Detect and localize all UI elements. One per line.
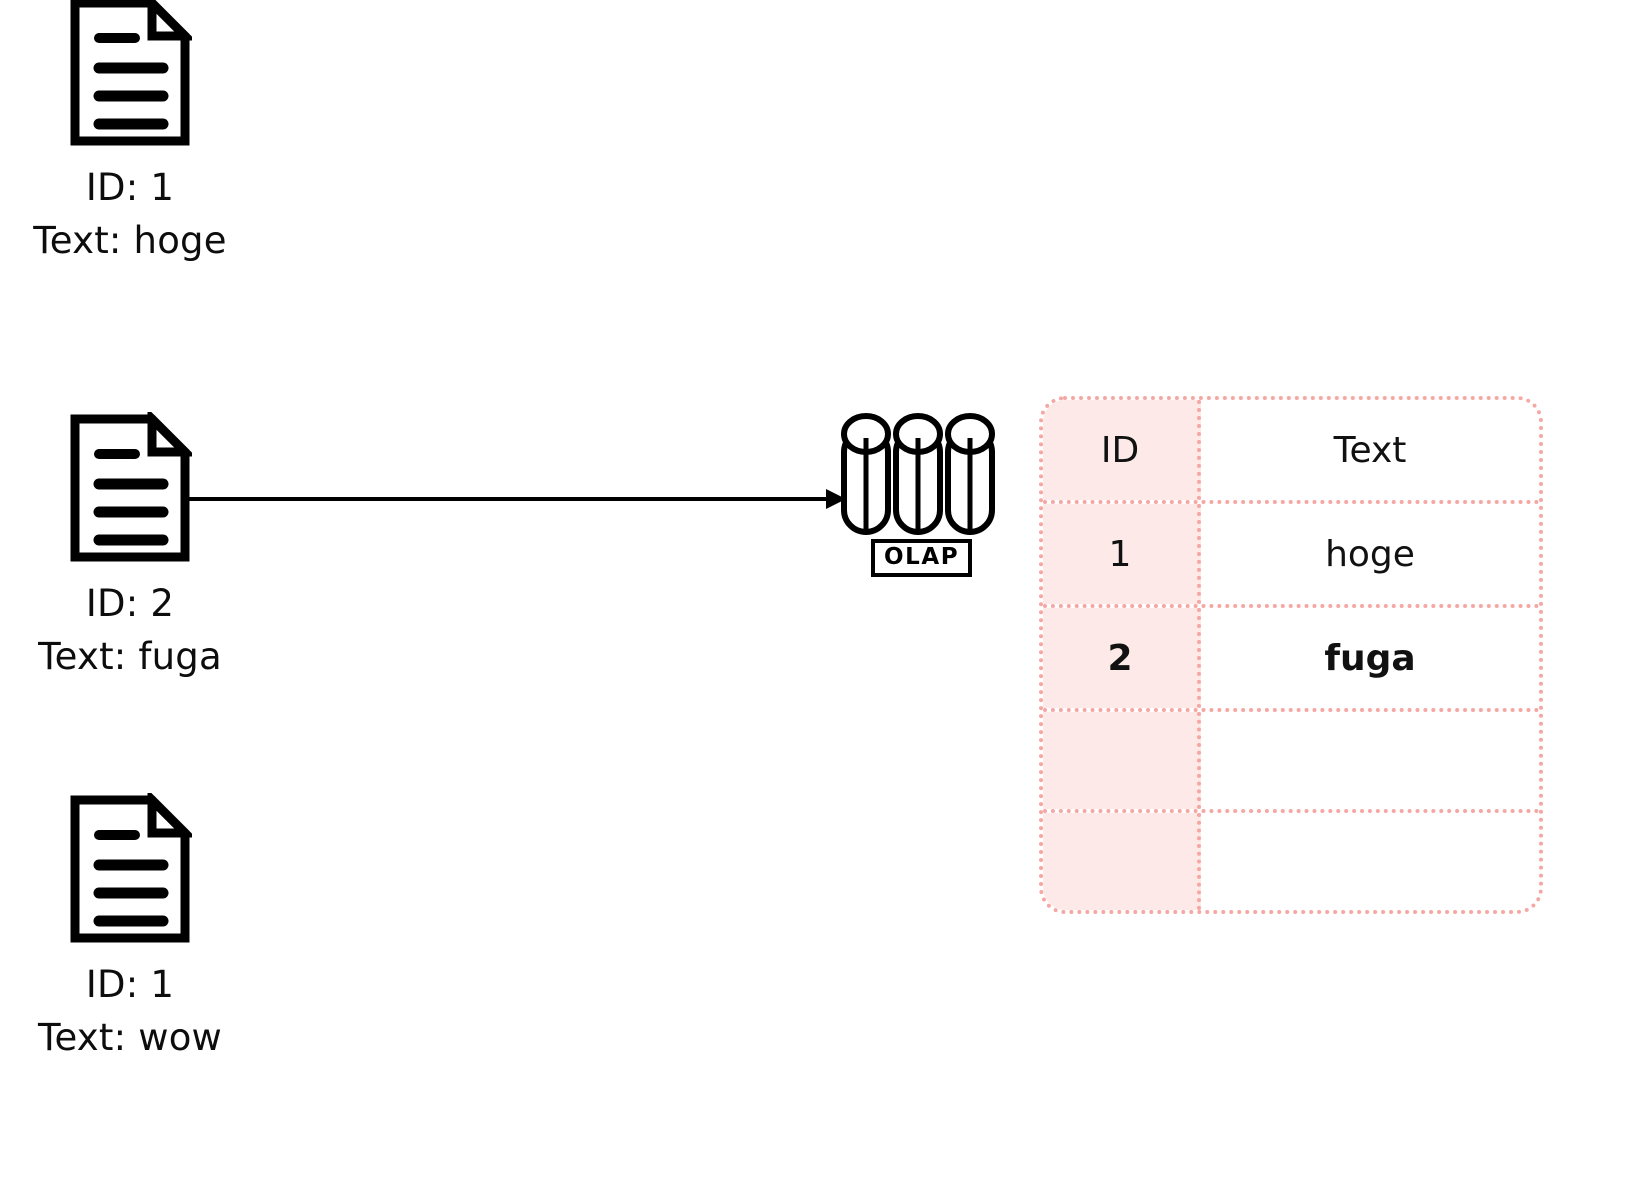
table-cell-text: hoge — [1201, 504, 1539, 604]
document-icon — [70, 0, 192, 146]
document-node-3[interactable]: ID: 1 Text: wow — [0, 793, 280, 1064]
document-node-3-text: Text: wow — [37, 1015, 223, 1059]
table-row[interactable]: 1 hoge — [1043, 504, 1539, 608]
document-node-2-labels: ID: 2 Text: fuga — [0, 578, 280, 683]
table-row[interactable]: 2 fuga — [1043, 608, 1539, 712]
table-cell-id: 1 — [1043, 504, 1201, 604]
document-node-1-id: ID: 1 — [85, 166, 175, 209]
table-row[interactable] — [1043, 712, 1539, 813]
document-node-2[interactable]: ID: 2 Text: fuga — [0, 412, 280, 683]
olap-result-table: ID Text 1 hoge 2 fuga — [1039, 396, 1543, 914]
document-node-3-labels: ID: 1 Text: wow — [0, 959, 280, 1064]
table-row[interactable] — [1043, 813, 1539, 910]
document-icon — [70, 793, 192, 943]
document-icon — [70, 412, 192, 562]
table-cell-id — [1043, 712, 1201, 809]
database-label: OLAP — [884, 544, 960, 570]
table-cell-text — [1201, 813, 1539, 910]
database-cylinders-icon — [841, 413, 995, 535]
table-cell-id: 2 — [1043, 608, 1201, 708]
document-node-1[interactable]: ID: 1 Text: hoge — [0, 0, 280, 267]
document-node-3-id: ID: 1 — [85, 963, 175, 1006]
database-node[interactable] — [838, 408, 998, 547]
table-cell-text — [1201, 712, 1539, 809]
document-node-1-labels: ID: 1 Text: hoge — [0, 162, 280, 267]
table-header-id: ID — [1043, 400, 1201, 500]
database-label-box: OLAP — [871, 539, 973, 577]
table-cell-text: fuga — [1201, 608, 1539, 708]
table-header-row: ID Text — [1043, 400, 1539, 504]
arrow-right-icon — [186, 489, 846, 509]
document-node-2-text: Text: fuga — [38, 634, 222, 678]
table-cell-id — [1043, 813, 1201, 910]
document-node-1-text: Text: hoge — [33, 218, 227, 262]
table-header-text: Text — [1201, 400, 1539, 500]
document-node-2-id: ID: 2 — [85, 582, 175, 625]
